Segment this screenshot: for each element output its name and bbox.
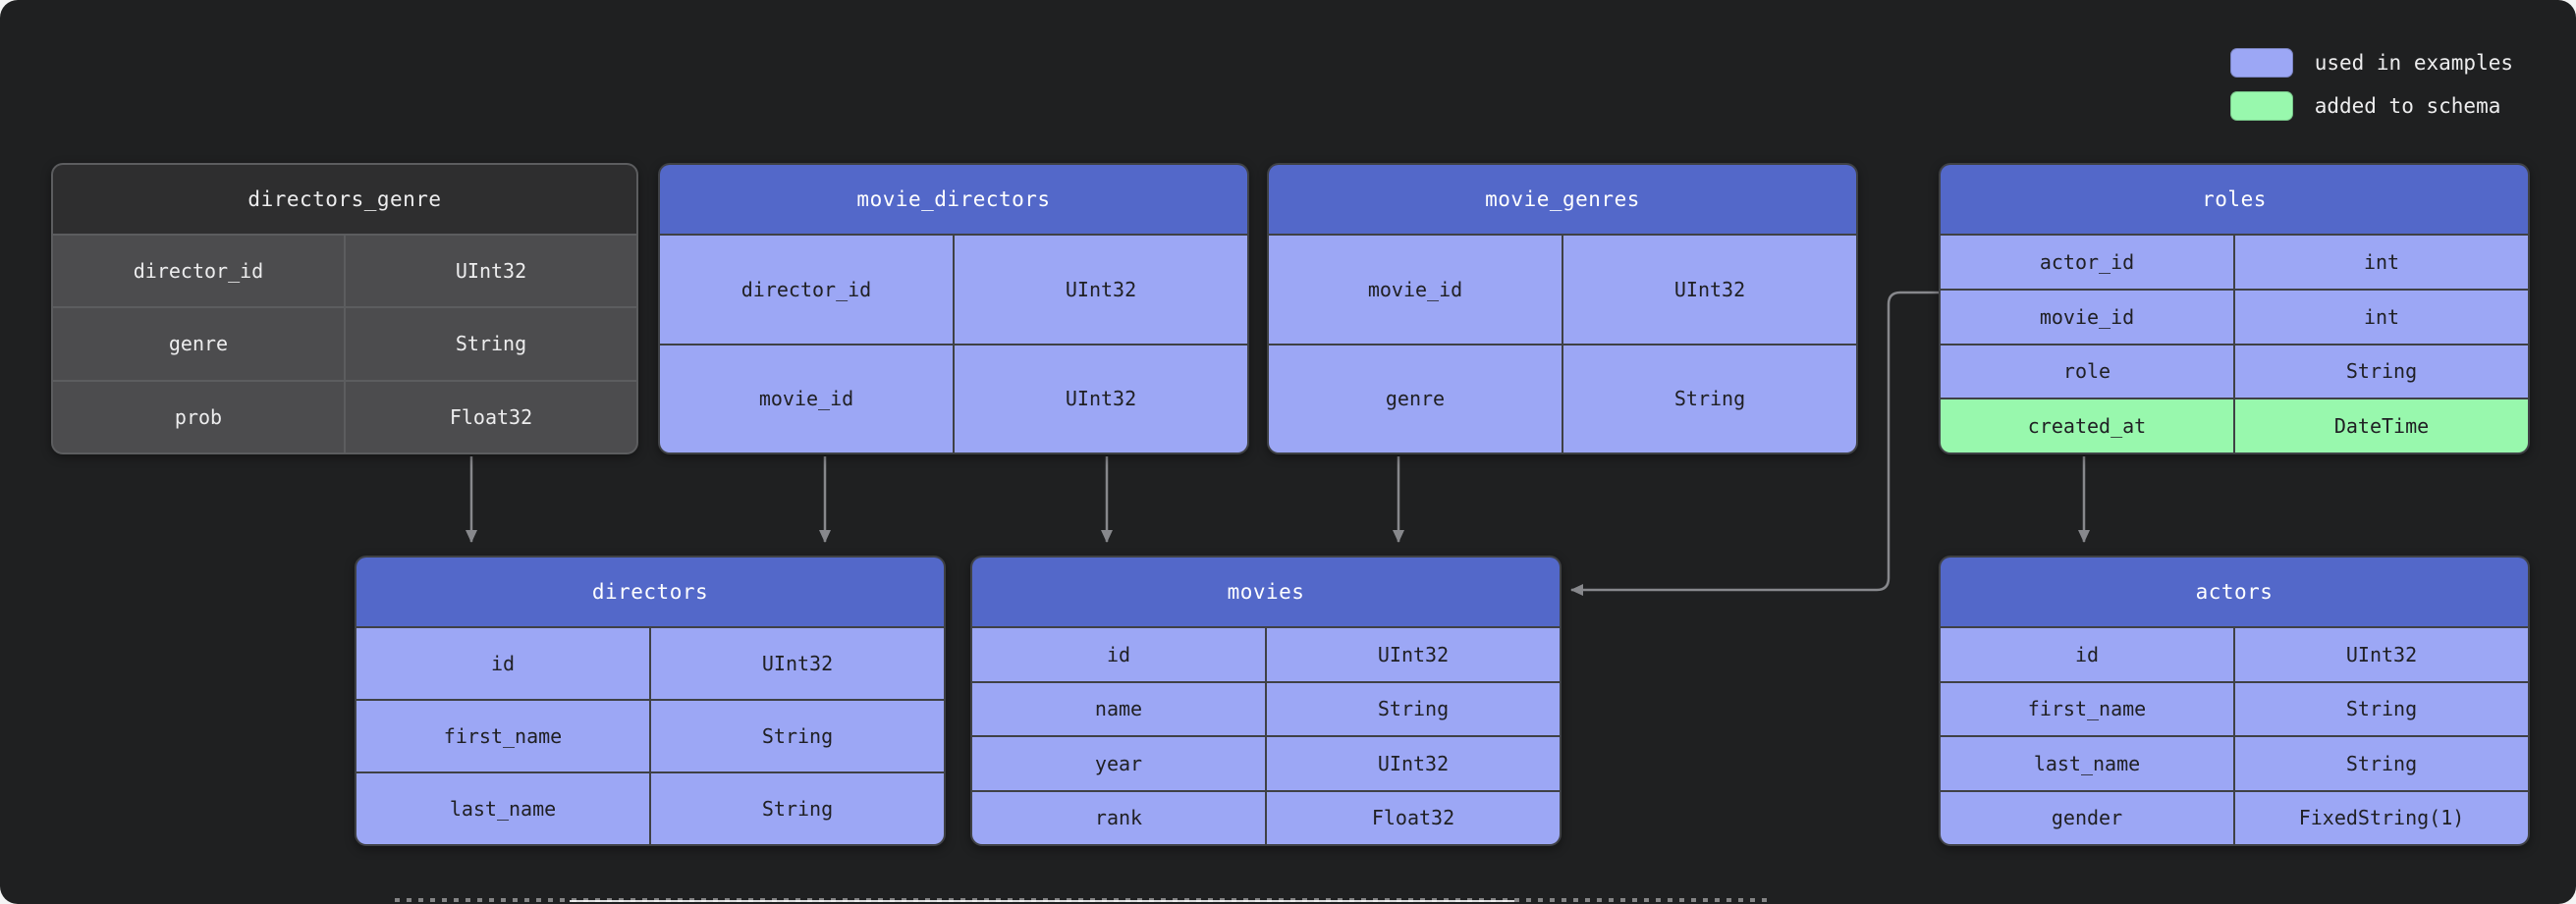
column-name-cell: first_name bbox=[356, 701, 649, 771]
row-movies-name: name String bbox=[972, 682, 1560, 735]
row-directors_genre-genre: genre String bbox=[53, 308, 636, 380]
column-name-cell: director_id bbox=[53, 236, 344, 307]
column-name-cell: director_id bbox=[660, 236, 953, 344]
row-movie_directors-director_id: director_id UInt32 bbox=[660, 236, 1247, 344]
legend-label: added to schema bbox=[2314, 94, 2501, 118]
row-movie_genres-genre: genre String bbox=[1269, 345, 1856, 452]
column-type-cell: DateTime bbox=[2235, 399, 2528, 452]
table-rows: actor_id int movie_id int role String cr… bbox=[1941, 236, 2528, 452]
table-roles[interactable]: roles actor_id int movie_id int role Str… bbox=[1939, 163, 2530, 454]
column-type-cell: String bbox=[2235, 737, 2528, 790]
table-directors_genre[interactable]: directors_genre director_id UInt32 genre… bbox=[51, 163, 638, 454]
column-type-cell: String bbox=[651, 773, 944, 844]
table-title: roles bbox=[1941, 165, 2528, 234]
row-roles-role: role String bbox=[1941, 345, 2528, 399]
table-directors[interactable]: directors id UInt32 first_name String la… bbox=[355, 556, 946, 846]
row-movies-year: year UInt32 bbox=[972, 737, 1560, 790]
column-name-cell: year bbox=[972, 737, 1265, 790]
column-name-cell: role bbox=[1941, 345, 2233, 399]
column-name-cell: name bbox=[972, 682, 1265, 735]
legend-label: used in examples bbox=[2314, 51, 2513, 75]
column-name-cell: first_name bbox=[1941, 682, 2233, 735]
row-actors-id: id UInt32 bbox=[1941, 628, 2528, 681]
legend-color-swatch bbox=[2229, 91, 2293, 121]
column-type-cell: String bbox=[2235, 682, 2528, 735]
column-name-cell: genre bbox=[53, 308, 344, 380]
column-type-cell: UInt32 bbox=[955, 236, 1247, 344]
column-type-cell: UInt32 bbox=[955, 345, 1247, 452]
column-type-cell: UInt32 bbox=[346, 236, 636, 307]
column-type-cell: UInt32 bbox=[1267, 628, 1560, 681]
row-movie_directors-movie_id: movie_id UInt32 bbox=[660, 345, 1247, 452]
column-type-cell: UInt32 bbox=[1267, 737, 1560, 790]
column-type-cell: Float32 bbox=[346, 381, 636, 452]
column-type-cell: Float32 bbox=[1267, 791, 1560, 844]
column-type-cell: String bbox=[651, 701, 944, 771]
column-type-cell: UInt32 bbox=[651, 628, 944, 699]
legend-item: added to schema bbox=[2229, 91, 2513, 121]
column-name-cell: last_name bbox=[1941, 737, 2233, 790]
column-name-cell: rank bbox=[972, 791, 1265, 844]
table-movies[interactable]: movies id UInt32 name String year UInt32… bbox=[970, 556, 1562, 846]
column-type-cell: String bbox=[1267, 682, 1560, 735]
row-directors-last_name: last_name String bbox=[356, 773, 944, 844]
column-name-cell: actor_id bbox=[1941, 236, 2233, 289]
row-movies-rank: rank Float32 bbox=[972, 791, 1560, 844]
column-type-cell: String bbox=[2235, 345, 2528, 399]
column-name-cell: genre bbox=[1269, 345, 1562, 452]
row-directors-first_name: first_name String bbox=[356, 701, 944, 771]
column-type-cell: int bbox=[2235, 236, 2528, 289]
table-rows: id UInt32 first_name String last_name St… bbox=[1941, 628, 2528, 844]
row-actors-last_name: last_name String bbox=[1941, 737, 2528, 790]
legend-item: used in examples bbox=[2229, 48, 2513, 78]
column-name-cell: created_at bbox=[1941, 399, 2233, 452]
column-type-cell: String bbox=[1563, 345, 1856, 452]
table-rows: id UInt32 first_name String last_name St… bbox=[356, 628, 944, 844]
column-name-cell: prob bbox=[53, 381, 344, 452]
column-name-cell: id bbox=[356, 628, 649, 699]
column-type-cell: UInt32 bbox=[2235, 628, 2528, 681]
row-actors-first_name: first_name String bbox=[1941, 682, 2528, 735]
table-title: directors bbox=[356, 558, 944, 626]
column-name-cell: movie_id bbox=[1269, 236, 1562, 344]
row-roles-created_at: created_at DateTime bbox=[1941, 399, 2528, 452]
table-title: actors bbox=[1941, 558, 2528, 626]
table-movie_genres[interactable]: movie_genres movie_id UInt32 genre Strin… bbox=[1267, 163, 1858, 454]
row-directors_genre-director_id: director_id UInt32 bbox=[53, 236, 636, 307]
table-rows: id UInt32 name String year UInt32 rank F… bbox=[972, 628, 1560, 844]
table-title: movie_directors bbox=[660, 165, 1247, 234]
column-type-cell: String bbox=[346, 308, 636, 380]
table-movie_directors[interactable]: movie_directors director_id UInt32 movie… bbox=[658, 163, 1249, 454]
row-directors_genre-prob: prob Float32 bbox=[53, 381, 636, 452]
table-title: movie_genres bbox=[1269, 165, 1856, 234]
column-name-cell: movie_id bbox=[1941, 290, 2233, 344]
column-name-cell: movie_id bbox=[660, 345, 953, 452]
row-movie_genres-movie_id: movie_id UInt32 bbox=[1269, 236, 1856, 344]
legend-color-swatch bbox=[2229, 48, 2293, 78]
column-type-cell: FixedString(1) bbox=[2235, 791, 2528, 844]
row-movies-id: id UInt32 bbox=[972, 628, 1560, 681]
table-rows: movie_id UInt32 genre String bbox=[1269, 236, 1856, 452]
column-name-cell: last_name bbox=[356, 773, 649, 844]
column-type-cell: int bbox=[2235, 290, 2528, 344]
column-name-cell: id bbox=[972, 628, 1265, 681]
column-name-cell: gender bbox=[1941, 791, 2233, 844]
column-type-cell: UInt32 bbox=[1563, 236, 1856, 344]
bottom-artifact-line bbox=[570, 900, 1514, 902]
row-directors-id: id UInt32 bbox=[356, 628, 944, 699]
column-name-cell: id bbox=[1941, 628, 2233, 681]
table-title: directors_genre bbox=[53, 165, 636, 234]
row-roles-movie_id: movie_id int bbox=[1941, 290, 2528, 344]
table-title: movies bbox=[972, 558, 1560, 626]
row-actors-gender: gender FixedString(1) bbox=[1941, 791, 2528, 844]
table-actors[interactable]: actors id UInt32 first_name String last_… bbox=[1939, 556, 2530, 846]
row-roles-actor_id: actor_id int bbox=[1941, 236, 2528, 289]
table-rows: director_id UInt32 genre String prob Flo… bbox=[53, 236, 636, 452]
legend: used in examples added to schema bbox=[2229, 48, 2513, 121]
table-rows: director_id UInt32 movie_id UInt32 bbox=[660, 236, 1247, 452]
